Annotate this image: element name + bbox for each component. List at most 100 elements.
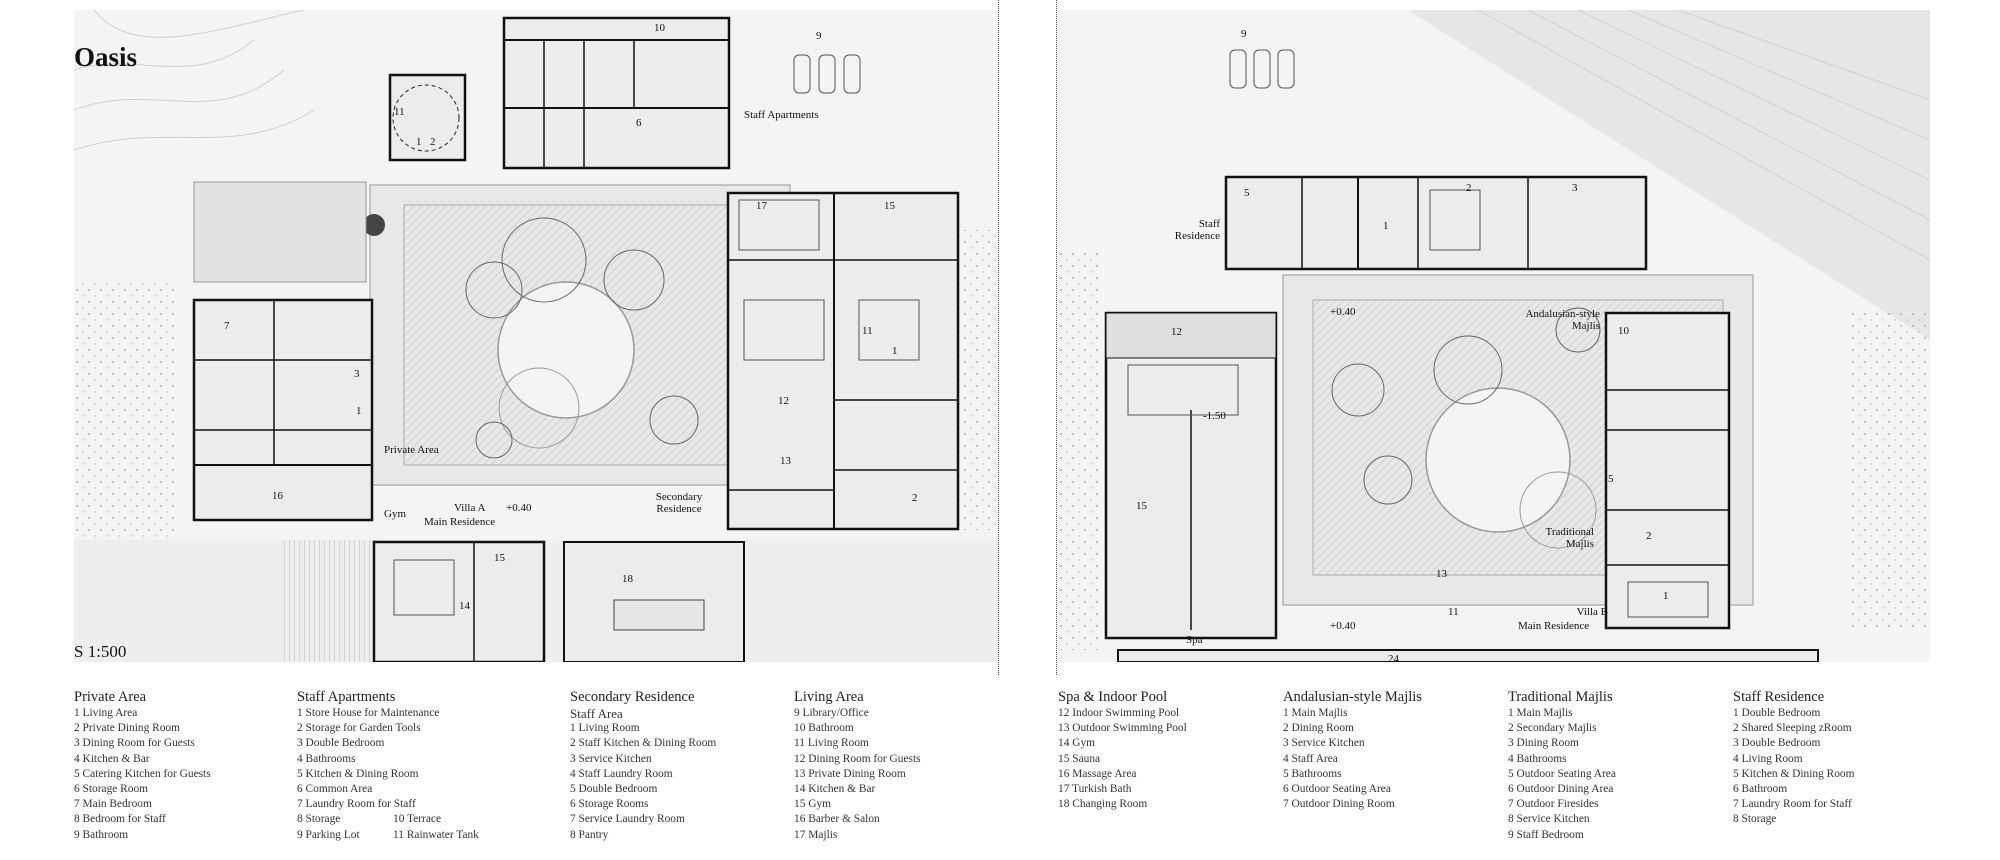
legend-item: 3 Dining Room for Guests [74,737,195,750]
site-plan-villa-b: 9 5 1 2 3 12 15 13 11 10 2 1 5 24 Staff … [1058,10,1930,662]
room-number: 12 [1171,326,1182,338]
legend-item: 10 Terrace [393,813,442,825]
legend-item: 4 Staff Laundry Room [570,767,673,780]
legend-staff-residence: Staff Residence 1 Double Bedroom 2 Share… [1733,688,1855,828]
label-main-residence-b: Main Residence [1518,620,1590,632]
legend-item: 6 Bathroom [1733,783,1788,796]
legend-secondary-residence: Secondary Residence Staff Area 1 Living … [570,688,716,843]
room-number: 3 [1572,182,1578,194]
room-number: 2 [912,492,918,504]
room-number: 9 [1241,28,1247,40]
legend-item: 3 Double Bedroom [1733,737,1821,750]
room-number: 2 [1466,182,1472,194]
legend-item: 7 Service Laundry Room [570,813,685,826]
legend-heading: Private Area [74,689,147,705]
room-number: 18 [622,573,633,585]
legend-item: 1 Living Room [570,722,640,735]
villa-b-drawing [1058,10,1930,662]
room-number: 12 [778,395,789,407]
room-number: 13 [780,455,791,467]
legend-heading: Spa & Indoor Pool [1058,689,1168,705]
legend-item: 10 Bathroom [794,722,854,735]
room-number: 16 [272,490,283,502]
legend-item: 6 Storage Rooms [570,798,649,811]
legend-item: 2 Storage for Garden Tools [297,722,421,735]
legend-item: 4 Kitchen & Bar [74,752,150,765]
legend-item: 15 Sauna [1058,752,1101,765]
legend-item: 6 Common Area [297,783,373,796]
legend-item: 4 Bathrooms [1508,752,1567,765]
room-number: 15 [494,552,505,564]
room-number: 6 [636,117,642,129]
legend-item: 6 Outdoor Dining Area [1508,783,1614,796]
section-divider [1056,0,1057,675]
legend-item: 13 Private Dining Room [794,767,906,780]
room-number: 10 [654,22,665,34]
legend-item: 17 Majlis [794,828,838,841]
room-number: 2 [1646,530,1652,542]
room-number: 5 [1244,187,1250,199]
room-number: 24 [1388,653,1399,662]
legend-item: 5 Double Bedroom [570,783,658,796]
label-villa-b: Villa B [1576,606,1608,618]
legend-item: 1 Living Area [74,707,138,719]
room-number: 14 [459,600,470,612]
legend-item: 5 Bathrooms [1283,767,1342,780]
legend-item: 7 Laundry Room for Staff [1733,798,1852,811]
legend-item: 17 Turkish Bath [1058,783,1132,796]
label-private-area: Private Area [384,444,439,456]
legend-living-area: Living Area 9 Library/Office 10 Bathroom… [794,688,921,843]
room-number: 1 [416,136,422,148]
legend-item: 14 Kitchen & Bar [794,783,876,796]
legend-heading: Traditional Majlis [1508,689,1613,705]
legend-item: 2 Shared Sleeping zRoom [1733,722,1852,735]
legend-item: 9 Library/Office [794,707,869,719]
legend-staff-apartments: Staff Apartments 1 Store House for Maint… [297,688,479,843]
legend-item: 4 Living Room [1733,752,1803,765]
villa-a-drawing [74,10,998,662]
legend-spa: Spa & Indoor Pool 12 Indoor Swimming Poo… [1058,688,1187,812]
legend-heading: Andalusian-style Majlis [1283,689,1422,705]
legend-item: 8 Bedroom for Staff [74,813,166,826]
legend-item: 11 Living Room [794,737,869,750]
room-number: 17 [756,200,767,212]
legend-item: 5 Kitchen & Dining Room [1733,767,1855,780]
room-number: 7 [224,320,230,332]
legend-item: 7 Main Bedroom [74,798,152,811]
label-villa-a: Villa A [454,502,486,514]
legend-item: 3 Service Kitchen [570,752,652,765]
legend-item: 1 Double Bedroom [1733,707,1821,719]
legend-item: 5 Catering Kitchen for Guests [74,767,211,780]
legend-item: 7 Outdoor Firesides [1508,798,1599,811]
label-gym: Gym [384,508,406,520]
legend-andalusian-majlis: Andalusian-style Majlis 1 Main Majlis 2 … [1283,688,1422,812]
legend-item: 8 Service Kitchen [1508,813,1590,826]
legend-item: 1 Main Majlis [1508,707,1573,719]
room-number: 2 [430,136,436,148]
legend-item: 18 Changing Room [1058,798,1148,811]
legend-heading: Staff Apartments [297,689,396,705]
label-spa: Spa [1186,634,1203,646]
legend-item: 9 Bathroom [74,828,129,841]
label-traditional-majlis: Traditional Majlis [1545,526,1595,550]
room-number: 15 [1136,500,1147,512]
legend-item: 6 Storage Room [74,783,149,796]
legend-item: 2 Dining Room [1283,722,1354,735]
room-number: 1 [1663,590,1669,602]
legend-item: 4 Bathrooms [297,752,356,765]
legend-item: 16 Massage Area [1058,767,1137,780]
legend-heading: Living Area [794,689,864,705]
room-number: 13 [1436,568,1447,580]
legend-item: 3 Double Bedroom [297,737,385,750]
legend-item: 1 Store House for Maintenance [297,707,440,719]
legend-item: 8 Pantry [570,828,609,841]
room-number: 11 [862,325,873,337]
legend-item: 7 Laundry Room for Staff [297,798,416,811]
legend-item: 8 Storage [1733,813,1777,826]
legend-item: 1 Main Majlis [1283,707,1348,719]
legend-item: 9 Parking Lot [297,828,360,841]
legend-item: 4 Staff Area [1283,752,1338,765]
room-number: 3 [354,368,360,380]
label-secondary-residence: Secondary Residence [655,491,703,515]
room-number: 1 [892,345,898,357]
